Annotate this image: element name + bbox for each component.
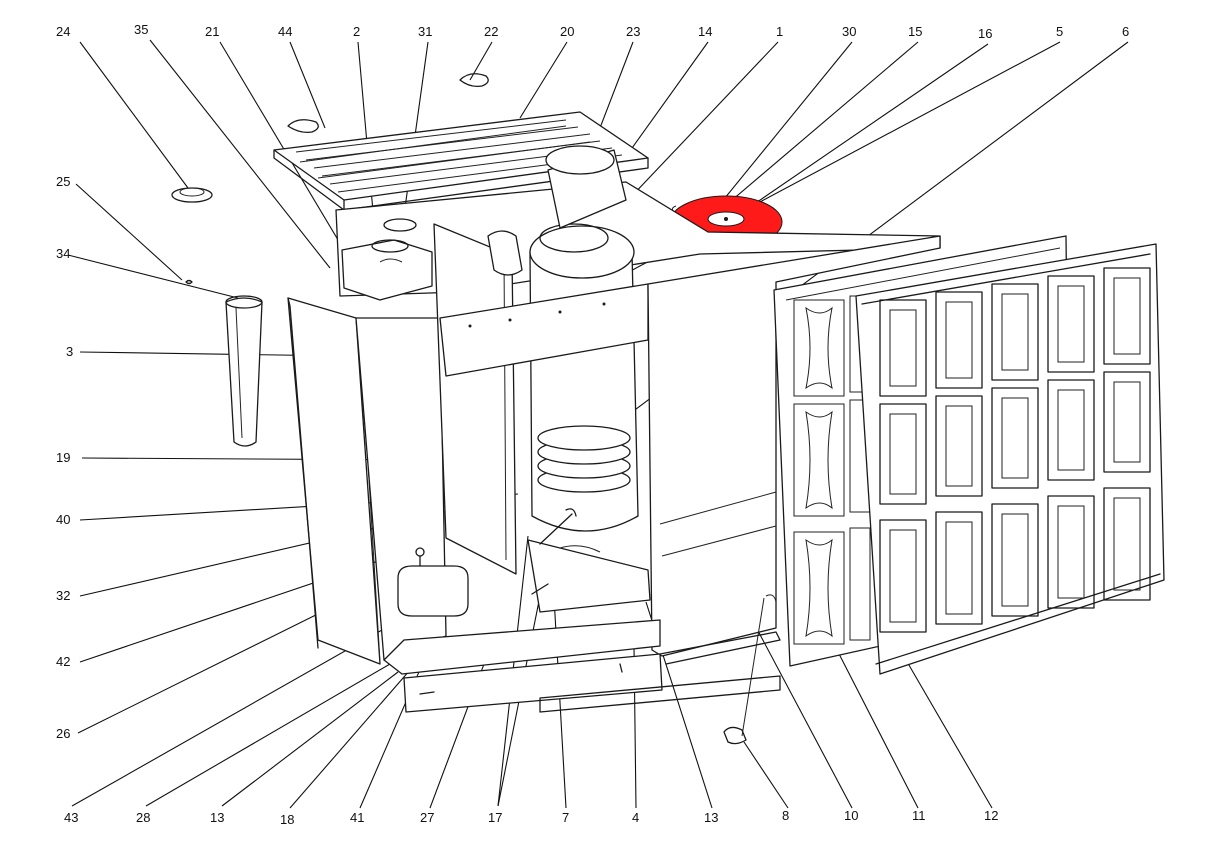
panel-raised-rect: [1047, 379, 1095, 481]
panel-raised-rect: [1047, 495, 1095, 609]
panel-window-ornament: [805, 410, 833, 510]
callout-41: 41: [350, 810, 364, 825]
callout-24: 24: [56, 24, 70, 39]
callout-7: 7: [562, 810, 569, 825]
panel-raised-rect: [1047, 275, 1095, 373]
callout-26: 26: [56, 726, 70, 741]
panel-raised-rect-inner: [945, 521, 973, 615]
callout-16: 16: [978, 26, 992, 41]
callout-31: 31: [418, 24, 432, 39]
panel-raised-rect: [991, 503, 1039, 617]
callout-15: 15: [908, 24, 922, 39]
panel-raised-rect: [935, 291, 983, 389]
panel-raised-rect-inner: [1113, 277, 1141, 355]
panel-window: [849, 527, 871, 641]
callout-11: 11: [912, 808, 926, 823]
panel-window-ornament: [805, 538, 833, 638]
callout-10: 10: [844, 808, 858, 823]
callout-8: 8: [782, 808, 789, 823]
panel-raised-rect-inner: [889, 529, 917, 623]
callout-17: 17: [488, 810, 502, 825]
panel-raised-rect-inner: [945, 301, 973, 379]
panel-raised-rect-inner: [1057, 505, 1085, 599]
panel-raised-rect: [879, 519, 927, 633]
callout-40: 40: [56, 512, 70, 527]
panel-raised-rect: [879, 403, 927, 505]
callout-12: 12: [984, 808, 998, 823]
panel-raised-rect: [991, 283, 1039, 381]
panel-raised-rect-inner: [1001, 513, 1029, 607]
callout-44: 44: [278, 24, 292, 39]
panel-window: [793, 299, 845, 397]
stove-body: [287, 145, 941, 745]
panel-raised-rect: [935, 395, 983, 497]
panel-raised-rect: [879, 299, 927, 397]
panel-raised-rect: [1103, 371, 1151, 473]
callout-35: 35: [134, 22, 148, 37]
callout-43: 43: [64, 810, 78, 825]
grate-handles: [287, 73, 489, 134]
callout-30: 30: [842, 24, 856, 39]
callout-3: 3: [66, 344, 73, 359]
panel-window-ornament: [805, 306, 833, 390]
panel-raised-rect-inner: [1001, 293, 1029, 371]
callout-1: 1: [776, 24, 783, 39]
callout-27: 27: [420, 810, 434, 825]
panel-window: [793, 403, 845, 517]
callout-13-left: 13: [210, 810, 224, 825]
panel-raised-rect-inner: [945, 405, 973, 487]
callout-6: 6: [1122, 24, 1129, 39]
callout-5: 5: [1056, 24, 1063, 39]
callout-22: 22: [484, 24, 498, 39]
panel-raised-rect: [991, 387, 1039, 489]
panel-raised-rect-inner: [1057, 389, 1085, 471]
callout-42: 42: [56, 654, 70, 669]
callout-32: 32: [56, 588, 70, 603]
callout-4: 4: [632, 810, 639, 825]
panel-raised-rect-inner: [889, 309, 917, 387]
callout-21: 21: [205, 24, 219, 39]
callout-18: 18: [280, 812, 294, 827]
panel-raised-rect-inner: [1001, 397, 1029, 479]
callout-25: 25: [56, 174, 70, 189]
panel-raised-rect: [935, 511, 983, 625]
top-grate: [273, 111, 649, 211]
callout-23: 23: [626, 24, 640, 39]
panel-window: [793, 531, 845, 645]
callout-14: 14: [698, 24, 712, 39]
front-door-panel: [855, 243, 1165, 675]
callout-19: 19: [56, 450, 70, 465]
callout-28: 28: [136, 810, 150, 825]
callout-labels: 24 35 21 44 2 31 22 20 23 14 1 30 15 16 …: [56, 22, 1129, 827]
panel-raised-rect: [1103, 487, 1151, 601]
panel-raised-rect-inner: [1113, 497, 1141, 591]
loose-parts: [171, 187, 263, 447]
callout-13-right: 13: [704, 810, 718, 825]
callout-34: 34: [56, 246, 70, 261]
panel-raised-rect-inner: [889, 413, 917, 495]
panel-raised-rect-inner: [1113, 381, 1141, 463]
panel-raised-rect: [1103, 267, 1151, 365]
panel-raised-rect-inner: [1057, 285, 1085, 363]
callout-2: 2: [353, 24, 360, 39]
callout-20: 20: [560, 24, 574, 39]
